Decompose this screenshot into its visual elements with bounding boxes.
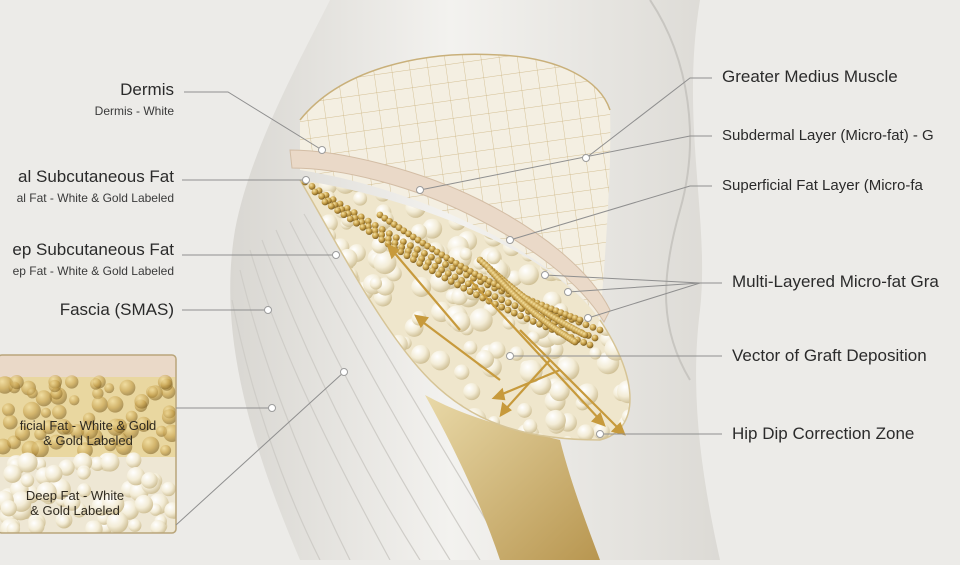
dermis-label: Dermis (120, 80, 174, 99)
multi-layered-label: Multi-Layered Micro-fat Gra (732, 272, 939, 291)
superficial-layer-label: Superficial Fat Layer (Micro-fa (722, 177, 923, 194)
inset-superficial-label: ficial Fat - White & Gold & Gold Labeled (0, 418, 176, 448)
greater-medius-label: Greater Medius Muscle (722, 67, 898, 86)
deep-fat-sublabel: ep Fat - White & Gold Labeled (12, 264, 174, 278)
inset-deep-line2: & Gold Labeled (30, 503, 120, 518)
inset-superficial-line2: & Gold Labeled (43, 433, 133, 448)
superficial-fat-sublabel: al Fat - White & Gold Labeled (16, 191, 174, 205)
leader-lines (175, 77, 722, 526)
fascia-label: Fascia (SMAS) (59, 300, 174, 319)
vector-label: Vector of Graft Deposition (732, 346, 927, 365)
inset-superficial-line1: ficial Fat - White & Gold (19, 418, 157, 433)
micro-fat-gold-layers (301, 178, 604, 349)
deep-fat-label: ep Subcutaneous Fat (12, 240, 174, 259)
greater-medius-muscle (299, 53, 611, 321)
graft-vector-arrows (386, 242, 626, 436)
inset-deep-line1: Deep Fat - White (25, 488, 125, 503)
femur-bone (425, 395, 600, 560)
leader-dots (264, 146, 604, 438)
inset-deep-label: Deep Fat - White & Gold Labeled (0, 488, 150, 518)
dermis-sublabel: Dermis - White (94, 104, 174, 118)
dermis-layer (289, 149, 611, 324)
hip-dip-label: Hip Dip Correction Zone (732, 424, 915, 443)
inset-detail-box (0, 354, 177, 534)
subdermal-label: Subdermal Layer (Micro-fat) - G (722, 127, 934, 144)
superficial-fat-label: al Subcutaneous Fat (18, 167, 174, 186)
